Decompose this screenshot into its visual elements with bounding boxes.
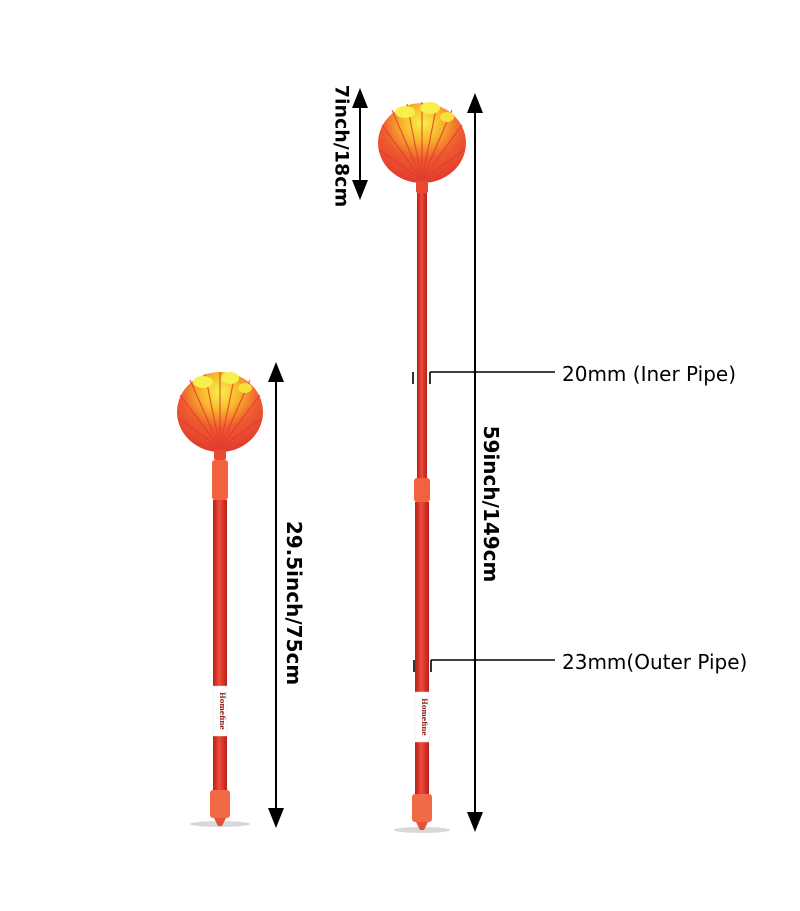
short-duster-pole [213,500,227,790]
long-duster-end-cap [412,794,432,822]
outer-pipe-label: 23mm(Outer Pipe) [562,650,748,674]
inner-pipe-leader [412,371,555,384]
long-duster-head [378,102,466,183]
outer-pipe-leader [413,659,555,672]
inner-pipe-label: 20mm (Iner Pipe) [562,362,737,386]
short-duster: Homefine [177,372,263,827]
head-height-label: 7inch/18cm [330,84,353,208]
long-length-label: 59inch/149cm [479,425,503,583]
short-duster-connector [214,450,226,460]
long-duster-inner-pipe [417,193,427,483]
short-length-label: 29.5inch/75cm [282,520,306,686]
long-duster-connector [416,181,428,193]
long-duster: Homefine [378,102,466,833]
short-duster-end-cap [210,790,230,818]
short-duster-head [177,372,263,452]
short-duster-collar [212,460,228,500]
long-duster-brand-label [414,691,430,743]
long-duster-collar [414,478,430,502]
long-duster-outer-pipe [415,502,429,794]
short-duster-brand-label [212,685,228,737]
long-duster-brand-text: Homefine [420,698,429,736]
short-duster-brand-text: Homefine [218,692,227,730]
